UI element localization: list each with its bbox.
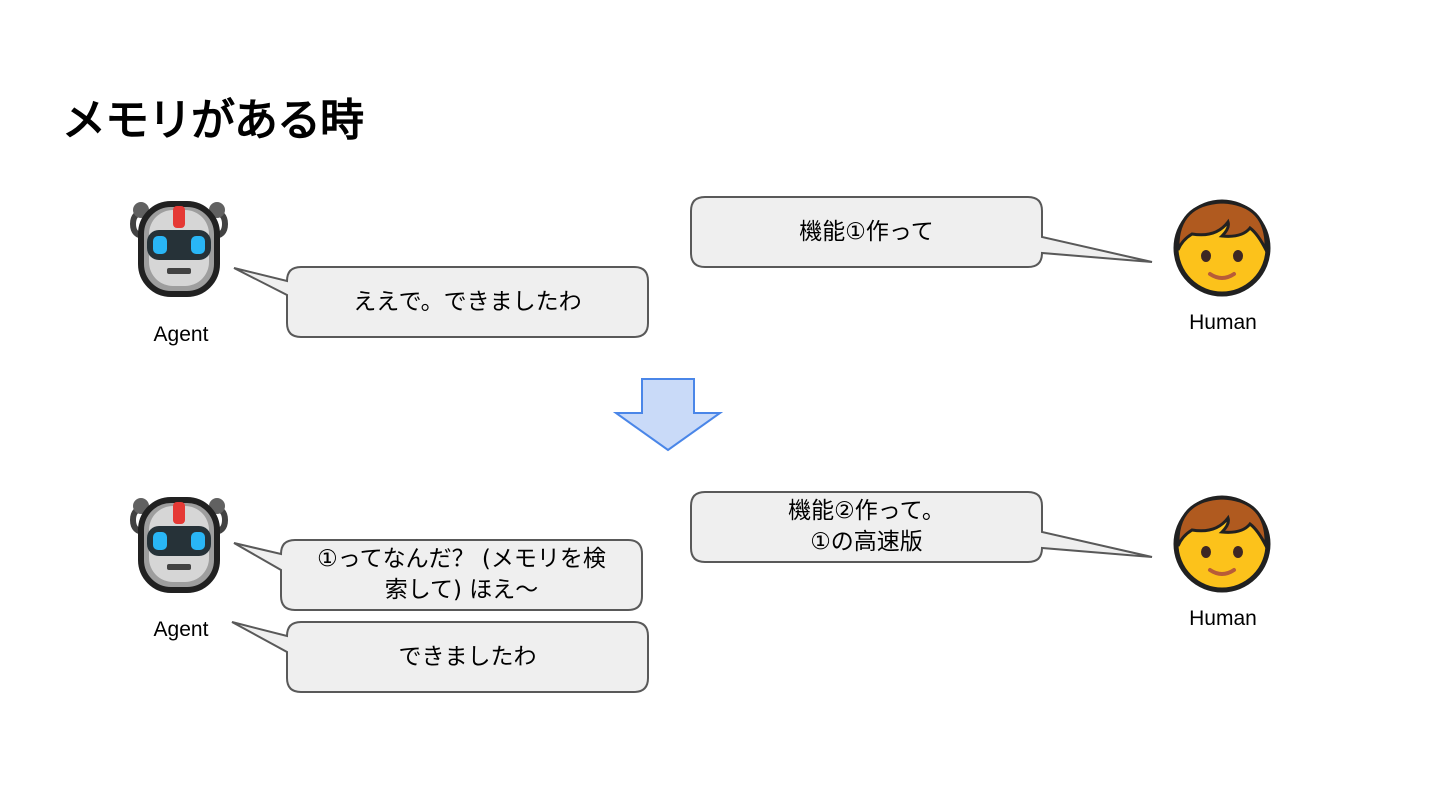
human-message-top: 機能①作って: [799, 218, 934, 245]
robot-icon: [133, 202, 225, 294]
human-speech-bubble-bottom: [690, 491, 1153, 563]
agent-speech-bubble-bottom-2: [231, 621, 649, 693]
agent-label-bottom: Agent: [153, 618, 209, 641]
agent-speech-bubble-bottom-1: [233, 539, 643, 611]
agent-speech-bubble-top: [233, 266, 649, 338]
slide-title: メモリがある時: [62, 95, 364, 146]
agent-label-top: Agent: [153, 323, 209, 346]
agent-avatar-bottom: [133, 498, 225, 590]
human-message-bottom: 機能②作って。 ①の高速版: [788, 498, 945, 555]
human-avatar-top: [1176, 202, 1268, 294]
human-avatar-bottom: [1176, 498, 1268, 590]
agent-avatar-top: [133, 202, 225, 294]
human-label-top: Human: [1189, 311, 1257, 334]
human-label-bottom: Human: [1189, 607, 1257, 630]
boy-face-icon: [1176, 498, 1268, 590]
agent-message-bottom-1: ①ってなんだ？ (メモリを検 索して) ほえ〜: [317, 546, 606, 603]
boy-face-icon: [1176, 202, 1268, 294]
robot-icon: [133, 498, 225, 590]
down-arrow-icon: [612, 378, 724, 452]
agent-message-top: ええで。できましたわ: [353, 288, 582, 315]
human-speech-bubble-top: [690, 196, 1153, 268]
agent-message-bottom-2: できましたわ: [398, 643, 537, 670]
